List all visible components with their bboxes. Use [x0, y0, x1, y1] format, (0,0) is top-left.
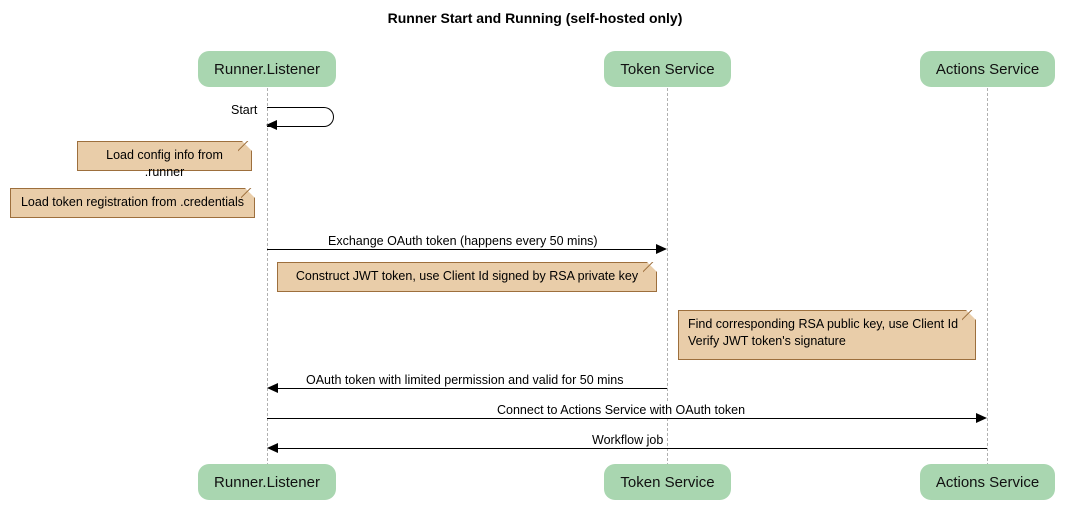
message-label-connect-to-actions-service: Connect to Actions Service with OAuth to… [494, 403, 749, 417]
message-label-exchange-oauth-token: Exchange OAuth token (happens every 50 m… [325, 234, 601, 248]
diagram-title: Runner Start and Running (self-hosted on… [387, 10, 683, 26]
note-verify-jwt-token: Find corresponding RSA public key, use C… [678, 310, 976, 360]
arrowhead-exchange-oauth-token [656, 244, 667, 254]
note-text: Construct JWT token, use Client Id signe… [295, 269, 639, 283]
note-text: Load config info from .runner [106, 148, 223, 179]
note-load-token-registration: Load token registration from .credential… [10, 188, 255, 218]
actor-runner-listener-top[interactable]: Runner.Listener [198, 51, 336, 87]
actor-label: Token Service [620, 473, 715, 491]
actor-actions-service-bottom[interactable]: Actions Service [920, 464, 1055, 500]
note-construct-jwt-token: Construct JWT token, use Client Id signe… [277, 262, 657, 292]
message-label-workflow-job: Workflow job [589, 433, 667, 447]
actor-label: Runner.Listener [214, 60, 320, 78]
note-text-line-1: Find corresponding RSA public key, use C… [688, 317, 959, 331]
actor-token-service-bottom[interactable]: Token Service [604, 464, 731, 500]
actor-actions-service-top[interactable]: Actions Service [920, 51, 1055, 87]
message-line-oauth-token-returned [278, 388, 667, 389]
actor-label: Actions Service [935, 473, 1040, 491]
lifeline-actions-service [987, 88, 988, 466]
message-label-oauth-token-returned: OAuth token with limited permission and … [303, 373, 627, 387]
arrowhead-start [266, 120, 277, 130]
actor-token-service-top[interactable]: Token Service [604, 51, 731, 87]
note-text-line-2: Verify JWT token's signature [688, 334, 846, 348]
actor-label: Runner.Listener [214, 473, 320, 491]
arrowhead-workflow-job [267, 443, 278, 453]
message-line-exchange-oauth-token [267, 249, 656, 250]
actor-label: Actions Service [935, 60, 1040, 78]
lifeline-runner [267, 88, 268, 466]
actor-label: Token Service [620, 60, 715, 78]
arrowhead-connect-to-actions-service [976, 413, 987, 423]
message-line-connect-to-actions-service [267, 418, 976, 419]
actor-runner-listener-bottom[interactable]: Runner.Listener [198, 464, 336, 500]
arrowhead-oauth-token-returned [267, 383, 278, 393]
self-loop-start [267, 107, 334, 127]
lifeline-token-service [667, 88, 668, 466]
note-load-config-info: Load config info from .runner [77, 141, 252, 179]
note-text: Load token registration from .credential… [20, 195, 245, 209]
message-label-start: Start [228, 103, 261, 117]
message-line-workflow-job [278, 448, 987, 449]
